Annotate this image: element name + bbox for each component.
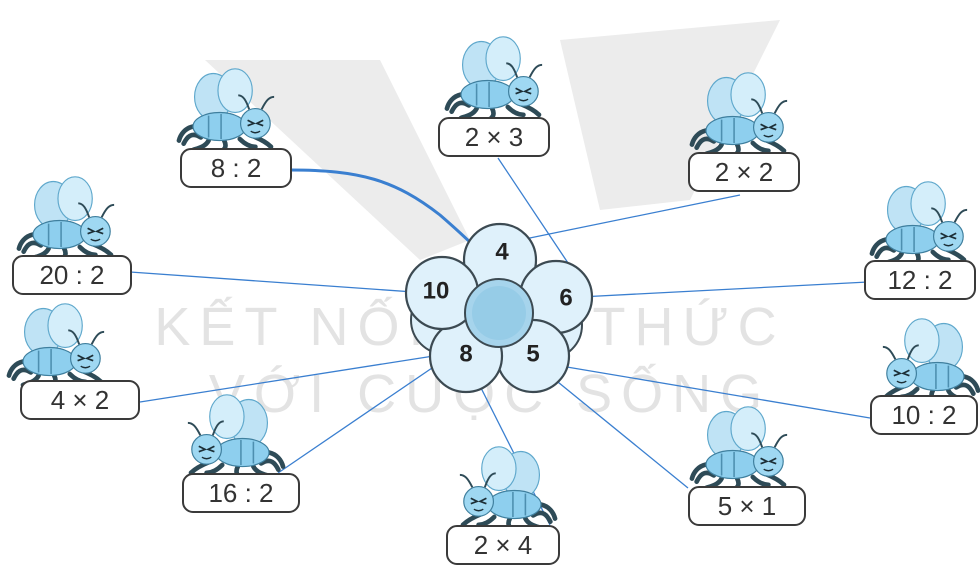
- expression-box[interactable]: 4 × 2: [20, 380, 140, 420]
- bee-icon: [872, 182, 967, 265]
- bee-icon: [19, 177, 114, 260]
- expression-box[interactable]: 12 : 2: [864, 260, 976, 300]
- line-8-div-2: [289, 168, 480, 252]
- center-flower: 4 6 5 8 10: [404, 222, 594, 394]
- line-2-times-3: [497, 157, 579, 279]
- watermark-shape-right: [560, 20, 780, 210]
- petal-number: 10: [423, 278, 450, 305]
- flower-center-texture: [472, 286, 526, 340]
- petal-number: 6: [559, 285, 572, 312]
- expression-box[interactable]: 5 × 1: [688, 486, 806, 526]
- line-2-times-2: [519, 194, 741, 241]
- watermark-shape-left: [205, 60, 470, 260]
- line-16-div-2: [277, 367, 433, 474]
- expression-box[interactable]: 16 : 2: [182, 473, 300, 513]
- petal-number: 5: [526, 341, 539, 368]
- line-5-times-1: [552, 377, 689, 489]
- expression-box[interactable]: 2 × 4: [446, 525, 560, 565]
- bee-icon: [447, 37, 542, 120]
- bee-icon: [9, 304, 104, 387]
- petal-number: 4: [495, 239, 509, 266]
- line-20-div-2: [129, 271, 429, 294]
- expression-box[interactable]: 10 : 2: [870, 395, 978, 435]
- line-12-div-2: [579, 281, 869, 298]
- expression-box[interactable]: 2 × 2: [688, 152, 800, 192]
- petal-number: 8: [459, 341, 472, 368]
- expression-box[interactable]: 20 : 2: [12, 255, 132, 295]
- expression-box[interactable]: 2 × 3: [438, 117, 550, 157]
- line-10-div-2: [554, 364, 871, 419]
- expression-box[interactable]: 8 : 2: [180, 148, 292, 188]
- bee-icon: [460, 447, 555, 530]
- line-4-times-2: [139, 354, 441, 403]
- bee-icon: [883, 319, 978, 402]
